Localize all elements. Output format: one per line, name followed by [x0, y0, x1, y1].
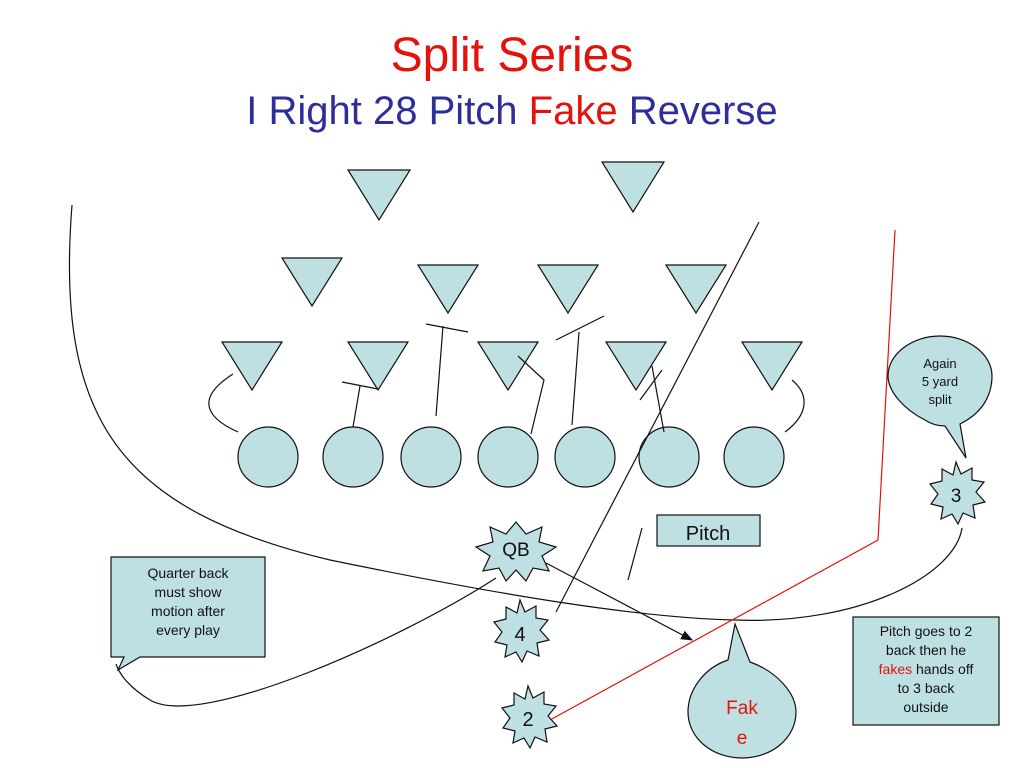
- defender-triangle: [416, 264, 480, 315]
- block-line: [651, 365, 665, 433]
- fake-line2: e: [737, 728, 748, 749]
- back3-star: [928, 460, 987, 526]
- split-callout-line1: Again: [923, 356, 956, 371]
- block-line: [425, 323, 469, 333]
- defender-triangle: [220, 341, 284, 392]
- fake-callout: [687, 621, 797, 759]
- qb-label: QB: [502, 540, 529, 561]
- split-callout: [887, 335, 993, 459]
- lineman-circle: [400, 426, 462, 488]
- lineman-circle: [322, 426, 384, 488]
- pitch-note-line5: outside: [903, 699, 948, 715]
- block-line: [784, 379, 805, 433]
- defender-triangle: [346, 169, 412, 222]
- back4-star: [492, 598, 551, 664]
- pitch-note-line4: to 3 back: [898, 680, 956, 696]
- lineman-circle: [237, 426, 299, 488]
- defender-triangle: [600, 161, 666, 214]
- qb-star: [474, 521, 558, 583]
- defender-triangle: [476, 341, 540, 392]
- pitch-note-line1: Pitch goes to 2: [880, 623, 973, 639]
- qb-note-line3: motion after: [151, 603, 225, 619]
- pitch-note-fakes: fakes: [879, 661, 912, 677]
- block-line: [435, 325, 444, 417]
- back2-route: [549, 229, 896, 721]
- pitch-arrow: [545, 562, 694, 641]
- back4-route: [555, 221, 760, 613]
- defender-triangle: [664, 264, 728, 315]
- pitch-note-line3: fakes hands off: [879, 661, 974, 677]
- lineman-circle: [554, 426, 616, 488]
- pitch-label-box: [656, 514, 761, 547]
- pitch-note-handsoff: hands off: [912, 661, 973, 677]
- fake-line1: Fak: [726, 698, 758, 719]
- page-title: Split Series: [390, 29, 634, 82]
- block-line: [208, 373, 239, 433]
- block-line: [352, 385, 361, 428]
- qb-note-line4: every play: [156, 622, 220, 638]
- defender-triangle: [536, 264, 600, 315]
- qb-note-line1: Quarter back: [148, 565, 230, 581]
- defender-triangle: [604, 341, 668, 392]
- pitch-note-box: [852, 616, 1000, 726]
- block-line: [639, 369, 663, 401]
- qb-note-callout: [110, 556, 266, 672]
- page-subtitle: I Right 28 Pitch Fake Reverse: [0, 86, 1024, 136]
- block-line: [571, 331, 580, 426]
- block-line: [517, 355, 545, 435]
- subtitle-part1: I Right 28 Pitch: [246, 89, 518, 133]
- back4-label: 4: [514, 624, 525, 646]
- back3-label: 3: [951, 486, 962, 507]
- block-line: [555, 315, 605, 341]
- back2-star: [500, 684, 559, 750]
- lineman-circle: [638, 426, 700, 488]
- defender-triangle: [740, 341, 804, 392]
- qb-note-line2: must show: [155, 584, 223, 600]
- pitch-marker-line: [627, 527, 643, 581]
- split-callout-line3: split: [928, 392, 952, 407]
- block-line: [341, 381, 379, 390]
- qb-motion-path: [115, 577, 497, 707]
- defender-triangle: [346, 341, 410, 392]
- defender-triangle: [280, 257, 344, 308]
- subtitle-part3: Reverse: [628, 89, 778, 133]
- split-callout-line2: 5 yard: [922, 374, 958, 389]
- lineman-circle: [477, 426, 539, 488]
- pitch-label: Pitch: [686, 523, 730, 545]
- back2-label: 2: [522, 709, 533, 731]
- motion-path: [68, 204, 963, 621]
- lineman-circle: [723, 426, 785, 488]
- subtitle-fake: Fake: [528, 89, 618, 133]
- pitch-note-line2: back then he: [886, 642, 966, 658]
